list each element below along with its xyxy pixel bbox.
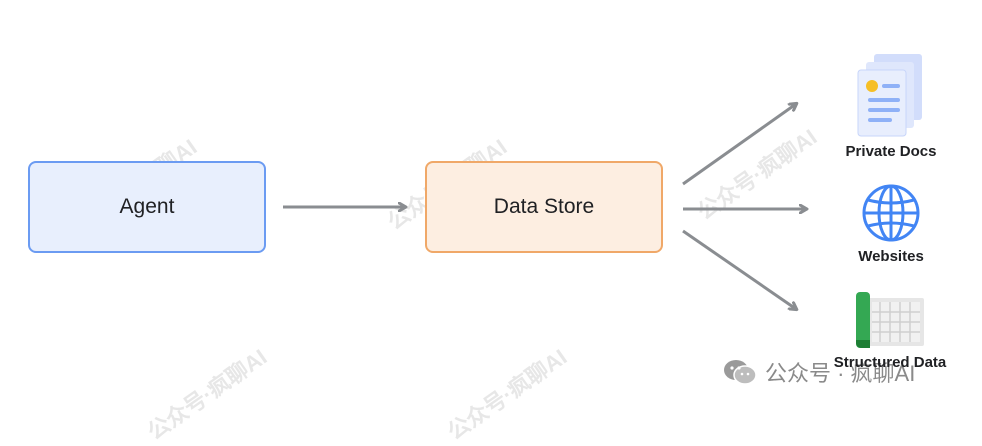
agent-box: Agent (28, 161, 266, 253)
wechat-icon (724, 360, 757, 385)
diagram: 公众号·疯聊AI 公众号·疯聊AI 公众号·疯聊AI 公众号·疯聊AI 公众号·… (28, 54, 947, 445)
spreadsheet-icon (856, 292, 924, 348)
globe-icon (862, 184, 920, 242)
brand-text: 公众号 · 疯聊AI (765, 361, 916, 386)
brand-watermark: 公众号 · 疯聊AI (723, 356, 915, 388)
data-store-label: Data Store (493, 195, 595, 218)
structured-data-label: Structured Data (833, 354, 947, 371)
data-store-box: Data Store (425, 161, 663, 253)
connector-layer (283, 54, 924, 348)
arrow-store-to-structured-data (682, 229, 796, 309)
document-stack-icon (857, 54, 922, 137)
agent-label: Agent (119, 195, 175, 218)
arrow-store-to-private-docs (682, 104, 796, 186)
websites-label: Websites (858, 248, 924, 265)
private-docs-label: Private Docs (845, 143, 937, 160)
